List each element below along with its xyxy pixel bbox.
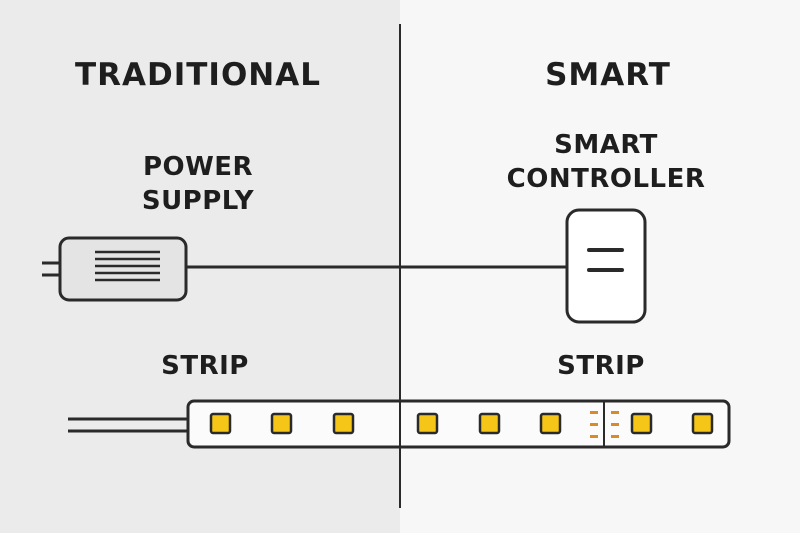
label-smart-controller: SMART CONTROLLER: [481, 128, 731, 196]
strip-wires: [68, 417, 190, 433]
smart-controller-icon: [565, 208, 647, 324]
led-chip: [332, 412, 355, 435]
label-strip-right: STRIP: [557, 351, 645, 381]
heading-traditional: TRADITIONAL: [75, 57, 321, 93]
led-chip: [691, 412, 714, 435]
label-smart-controller-line2: CONTROLLER: [506, 164, 706, 194]
label-power-supply: POWER SUPPLY: [98, 150, 298, 218]
label-smart-controller-line1: SMART: [554, 130, 658, 160]
label-power-supply-line1: POWER: [142, 152, 254, 182]
led-chip: [270, 412, 293, 435]
panel-divider: [399, 24, 401, 508]
cut-marks: [590, 411, 619, 438]
led-chip: [209, 412, 232, 435]
label-strip-left: STRIP: [161, 351, 249, 381]
label-power-supply-line2: SUPPLY: [141, 186, 255, 216]
led-chip: [416, 412, 439, 435]
led-chip: [630, 412, 653, 435]
power-supply-icon: [42, 236, 188, 302]
led-chip: [478, 412, 501, 435]
led-chip: [539, 412, 562, 435]
heading-smart: SMART: [545, 57, 671, 93]
